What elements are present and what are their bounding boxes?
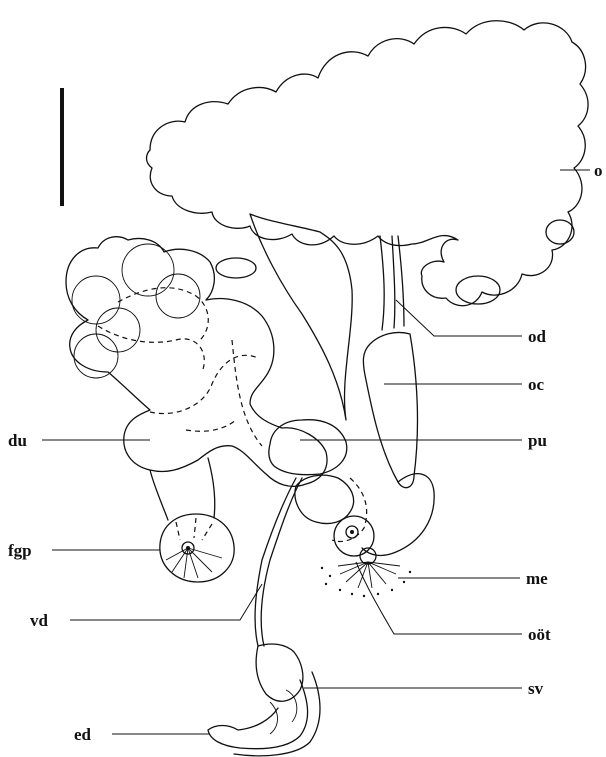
label-ed: ed	[74, 725, 92, 744]
leader-vd	[70, 584, 262, 620]
oviduct	[392, 236, 395, 328]
coil-loop	[156, 274, 200, 318]
ootype-core	[350, 530, 354, 534]
genital-pore-dashes	[176, 518, 212, 540]
oviduct	[398, 236, 404, 326]
ejaculatory-duct	[208, 680, 308, 749]
duct-coils	[66, 237, 327, 487]
label-sv: sv	[528, 679, 544, 698]
female-genital-pore	[160, 514, 234, 582]
mehlis-rays	[338, 562, 400, 588]
coil-dashed	[186, 420, 236, 431]
ootype	[334, 516, 374, 556]
coil-loop	[122, 244, 174, 296]
coil-dashed	[118, 288, 208, 342]
label-du: du	[8, 431, 27, 450]
coil-loop	[72, 276, 120, 324]
ovary-lobe	[546, 220, 574, 244]
ejaculatory-fold	[270, 702, 278, 734]
coil-dashed	[232, 340, 262, 446]
bursa-lower	[295, 475, 354, 523]
label-vd: vd	[30, 611, 49, 630]
label-o: o	[594, 161, 603, 180]
genital-pore-rays	[166, 548, 222, 578]
ovary	[147, 21, 589, 306]
ejaculatory-fold	[286, 690, 297, 722]
label-pu: pu	[528, 431, 547, 450]
coil-loop	[96, 308, 140, 352]
oviduct	[380, 236, 384, 330]
label-fgp: fgp	[8, 541, 32, 560]
label-od: od	[528, 327, 547, 346]
seminal-vesicle	[256, 644, 303, 701]
mehlis-dots	[321, 567, 411, 597]
leader-oot	[356, 562, 522, 634]
coil-dashed	[98, 326, 204, 372]
label-oc: oc	[528, 375, 545, 394]
stippled-duct	[250, 214, 352, 420]
label-me: me	[526, 569, 548, 588]
common-oviduct	[363, 332, 417, 487]
label-oot: oöt	[528, 625, 551, 644]
ovary-lobe	[216, 258, 256, 278]
